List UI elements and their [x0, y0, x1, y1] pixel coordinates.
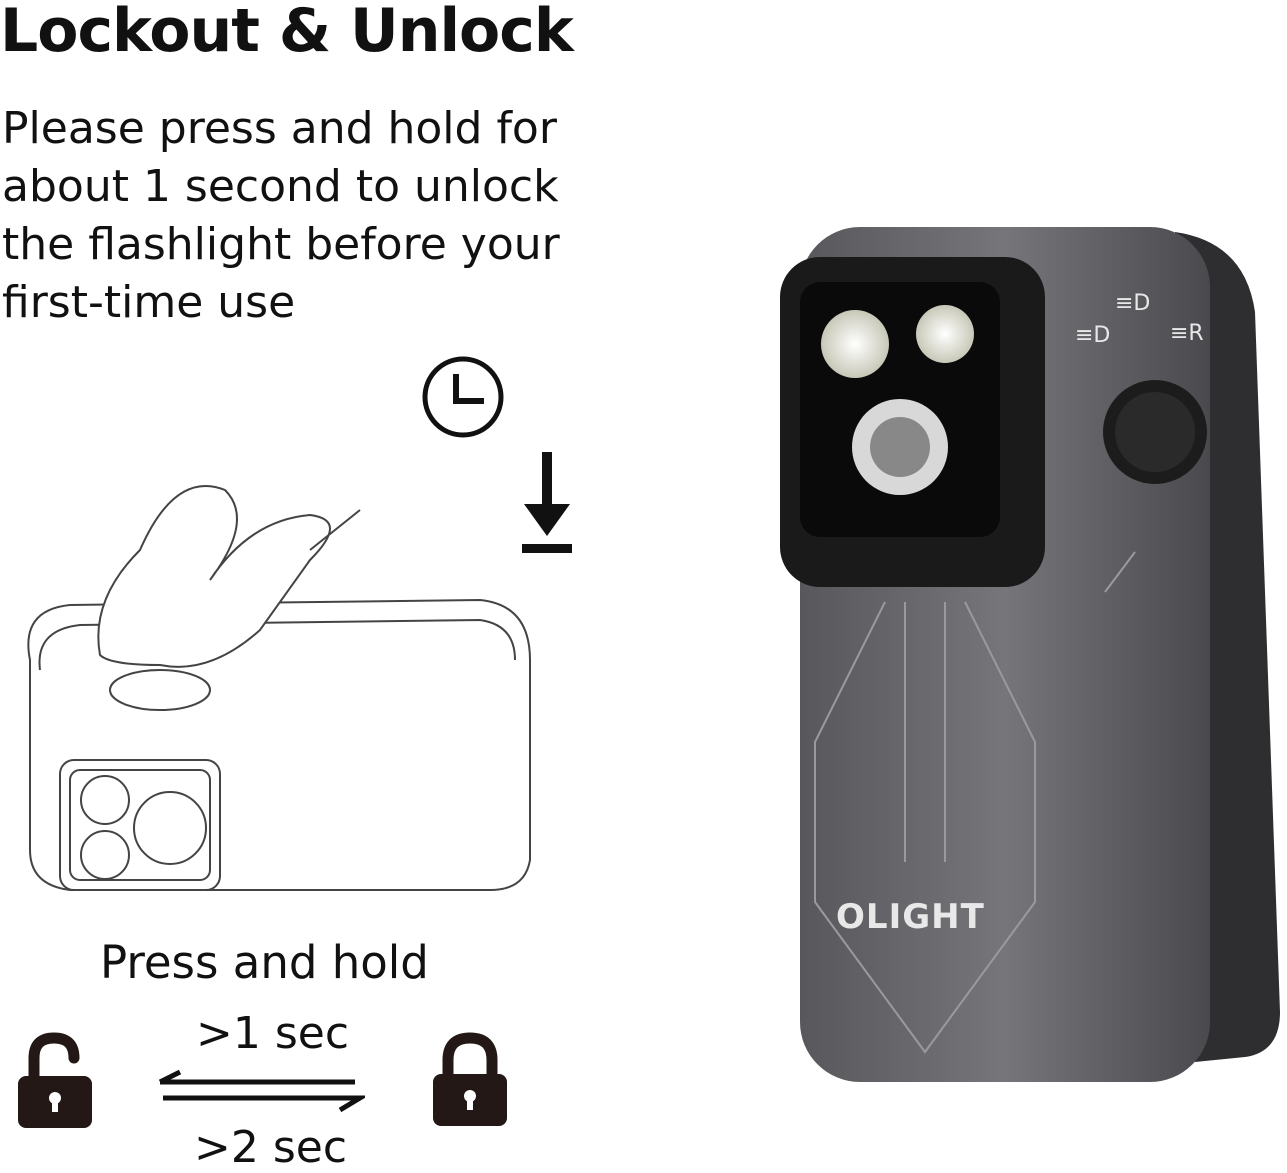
unlock-duration-label: >1 sec — [196, 1008, 350, 1059]
page-title: Lockout & Unlock — [0, 0, 574, 66]
mode-icon-red: ≡R — [1170, 321, 1204, 346]
brand-logo: OLIGHT — [836, 897, 985, 937]
mode-icon-spotlight: ≡D — [1115, 291, 1150, 316]
flashlight-product-image: ≡D ≡D ≡R — [780, 227, 1280, 1082]
instructions-text: Please press and hold for about 1 second… — [2, 103, 560, 328]
press-down-arrow-icon — [522, 452, 572, 553]
mode-icon-floodlight: ≡D — [1075, 323, 1110, 348]
hand-pressing-button-illustration — [27, 485, 531, 891]
unlocked-padlock-icon — [18, 1032, 92, 1128]
clock-icon — [422, 356, 504, 438]
lock-duration-label: >2 sec — [194, 1122, 348, 1173]
locked-padlock-icon — [433, 1032, 507, 1126]
switch-arrows-icon — [158, 1070, 365, 1113]
press-and-hold-label: Press and hold — [100, 936, 429, 989]
